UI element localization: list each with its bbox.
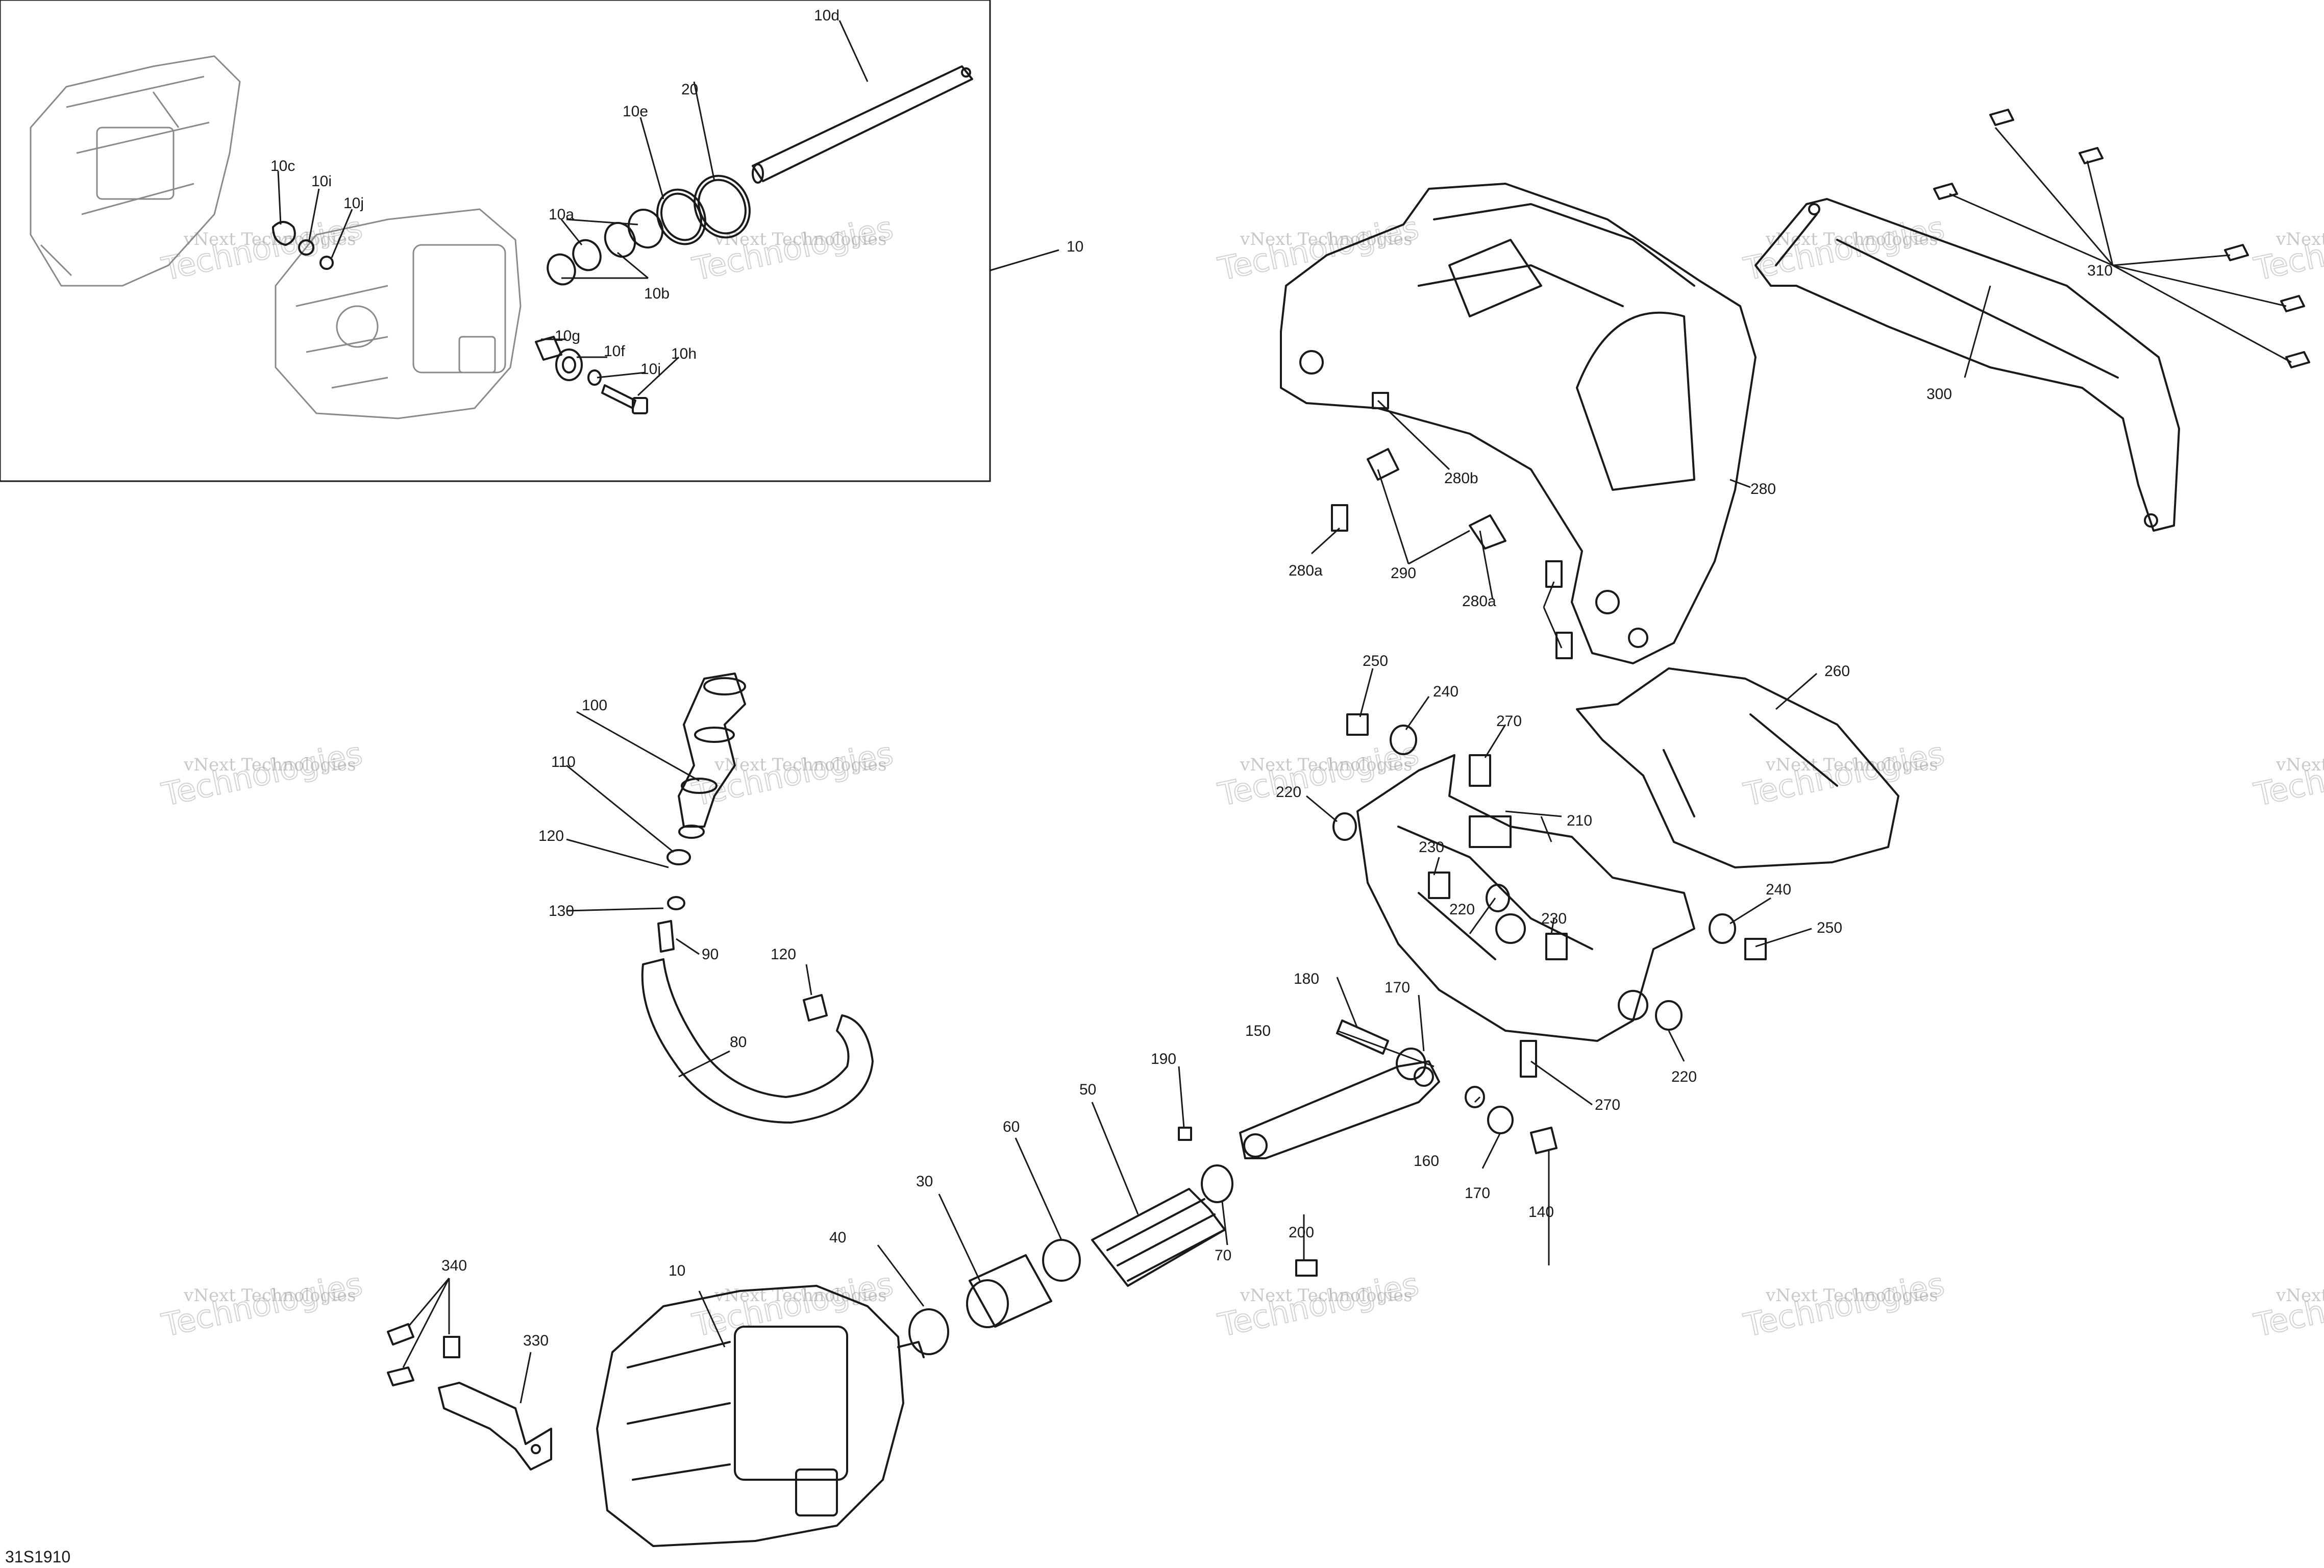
watermark-small-7: vNext Technologies xyxy=(714,755,887,775)
callout-220-c: 220 xyxy=(1671,1068,1697,1085)
callout-270-b: 270 xyxy=(1595,1097,1620,1113)
inset-housing-front-drawing xyxy=(275,208,522,419)
part-330-bracket xyxy=(387,1323,552,1471)
part-300-bracket xyxy=(1754,198,2180,532)
callout-10b: 10b xyxy=(644,285,670,302)
callout-150: 150 xyxy=(1245,1023,1271,1039)
callout-250-b: 250 xyxy=(1817,919,1842,936)
part-310-screws xyxy=(1933,109,2310,368)
callout-270-a: 270 xyxy=(1496,713,1522,730)
watermark-small-5: vNext Technologies xyxy=(2276,229,2324,250)
watermark-small-9: vNext Technologies xyxy=(1765,755,1938,775)
part-boot-and-clamps xyxy=(908,1164,1233,1355)
watermark-small-10: vNext Technologies xyxy=(2276,755,2324,775)
callout-110: 110 xyxy=(551,754,576,770)
watermark-small-2: vNext Technologies xyxy=(714,229,887,250)
callout-10f: 10f xyxy=(604,343,625,360)
callout-10-inset: 10 xyxy=(1067,238,1083,255)
part-210-bracket xyxy=(1356,754,1695,1042)
callout-10j-bottom: 10j xyxy=(640,361,661,378)
callout-220-a: 220 xyxy=(1276,784,1301,801)
callout-10h: 10h xyxy=(671,345,697,362)
callout-20: 20 xyxy=(681,81,698,98)
watermark-small-15: vNext Technologies xyxy=(2276,1285,2324,1306)
callout-70: 70 xyxy=(1215,1247,1231,1264)
leader-lines xyxy=(277,20,2292,1404)
watermark-small-13: vNext Technologies xyxy=(1240,1285,1413,1306)
callout-310: 310 xyxy=(2087,262,2113,279)
watermark-small-14: vNext Technologies xyxy=(1765,1285,1938,1306)
part-fasteners-upper xyxy=(1331,392,1573,659)
part-260-cover xyxy=(1576,667,1899,868)
callout-130: 130 xyxy=(549,903,574,919)
callout-240-a: 240 xyxy=(1433,683,1458,700)
watermark-small-6: vNext Technologies xyxy=(183,755,356,775)
part-150-link-arm xyxy=(1239,1060,1440,1159)
callout-280b: 280b xyxy=(1444,470,1478,487)
callout-330: 330 xyxy=(523,1332,549,1349)
callout-10a: 10a xyxy=(549,206,574,223)
callout-50: 50 xyxy=(1079,1081,1096,1098)
callout-210: 210 xyxy=(1567,812,1592,829)
callout-100: 100 xyxy=(582,697,607,714)
callout-40: 40 xyxy=(829,1229,846,1246)
inset-box xyxy=(0,0,991,482)
watermark-small-11: vNext Technologies xyxy=(183,1285,356,1306)
callout-280a-b: 280a xyxy=(1462,593,1496,610)
callout-190: 190 xyxy=(1151,1051,1176,1067)
callout-160: 160 xyxy=(1414,1153,1439,1169)
callout-300: 300 xyxy=(1926,386,1952,403)
callout-170-b: 170 xyxy=(1465,1185,1490,1202)
callout-230-b: 230 xyxy=(1541,910,1567,927)
callout-200: 200 xyxy=(1289,1224,1314,1241)
part-280-shroud xyxy=(1280,183,1757,664)
callout-10j-top: 10j xyxy=(343,195,364,212)
callout-220-b: 220 xyxy=(1449,901,1475,918)
callout-240-b: 240 xyxy=(1766,881,1791,898)
callout-230-a: 230 xyxy=(1419,839,1444,856)
callout-10e: 10e xyxy=(623,103,648,120)
callout-120-b: 120 xyxy=(771,946,796,963)
callout-10i: 10i xyxy=(311,173,332,190)
callout-10-main: 10 xyxy=(669,1262,685,1279)
main-parts xyxy=(387,109,2310,1547)
callout-30: 30 xyxy=(916,1173,933,1190)
figure-reference-code: 31S1910 xyxy=(5,1548,70,1566)
callout-10d: 10d xyxy=(814,7,839,24)
callout-80: 80 xyxy=(730,1034,747,1051)
callout-340: 340 xyxy=(441,1257,467,1274)
part-fasteners-lower xyxy=(1178,1019,1557,1277)
callout-90: 90 xyxy=(702,946,719,963)
inset-housing-rear-drawing xyxy=(30,55,241,287)
callout-180: 180 xyxy=(1294,970,1319,987)
callout-280: 280 xyxy=(1750,481,1776,497)
callout-labels: 10 10d 20 10e 10a 10b 10c 10i 10j 10g 10… xyxy=(270,7,2113,1349)
callout-280a-a: 280a xyxy=(1289,562,1323,579)
callout-140: 140 xyxy=(1528,1204,1554,1221)
watermark-small-8: vNext Technologies xyxy=(1240,755,1413,775)
part-hose-assembly xyxy=(641,673,874,1124)
callout-10g: 10g xyxy=(555,328,580,344)
callout-260: 260 xyxy=(1824,663,1850,680)
inset-parts xyxy=(272,65,973,414)
callout-60: 60 xyxy=(1003,1118,1020,1135)
part-10-actuator xyxy=(596,1285,925,1547)
callout-170-a: 170 xyxy=(1384,979,1410,996)
callout-10c: 10c xyxy=(270,158,295,175)
callout-120-a: 120 xyxy=(538,828,564,844)
callout-290: 290 xyxy=(1391,565,1416,582)
callout-250-a: 250 xyxy=(1363,653,1388,669)
